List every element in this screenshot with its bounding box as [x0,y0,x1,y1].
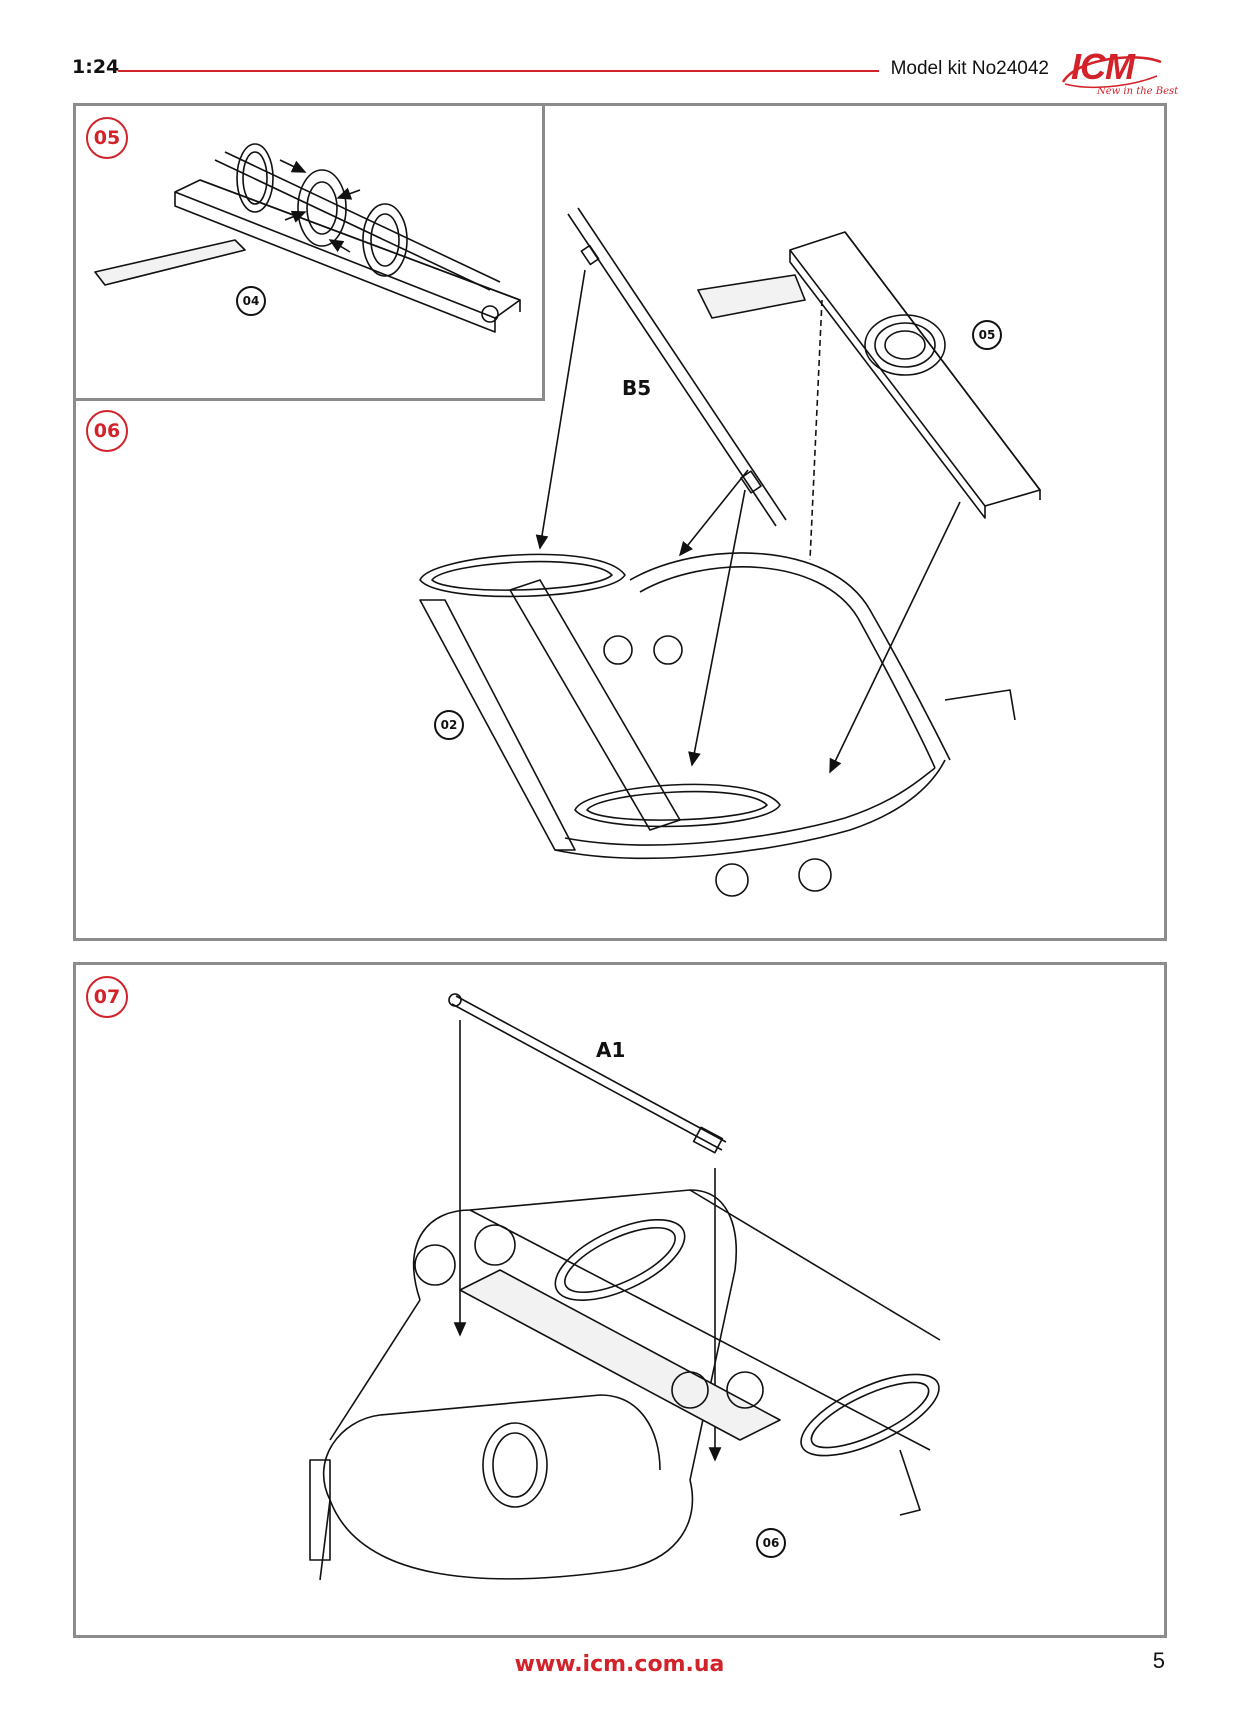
part-label-a1: A1 [596,1038,626,1062]
step-05-drawing [94,143,521,333]
logo-text: ICM [1071,46,1135,87]
step-06-ref-05: 05 [972,320,1002,350]
step-07-badge: 07 [86,976,128,1018]
icm-logo: ICM New in the Best [1057,44,1178,102]
step-07-ref-06: 06 [756,1528,786,1558]
part-label-b5: B5 [622,376,652,400]
step-05-frame [73,103,545,401]
step-07-drawing [309,993,941,1581]
step-05-ref-part: 04 [236,286,266,316]
step-05-badge: 05 [86,117,128,159]
footer-url[interactable]: www.icm.com.ua [514,1652,725,1677]
scale-label: 1:24 [72,56,120,78]
step-06-drawing [419,207,1041,897]
logo-tagline: New in the Best [1097,86,1179,97]
step-06-ref-02: 02 [434,710,464,740]
page-number: 5 [1152,1648,1165,1673]
step-07-frame [73,962,1167,1638]
step-06-badge: 06 [86,410,128,452]
kit-number: Model kit No24042 [890,58,1049,79]
header-rule [118,70,879,72]
logo-swoosh-icon [1061,56,1162,88]
